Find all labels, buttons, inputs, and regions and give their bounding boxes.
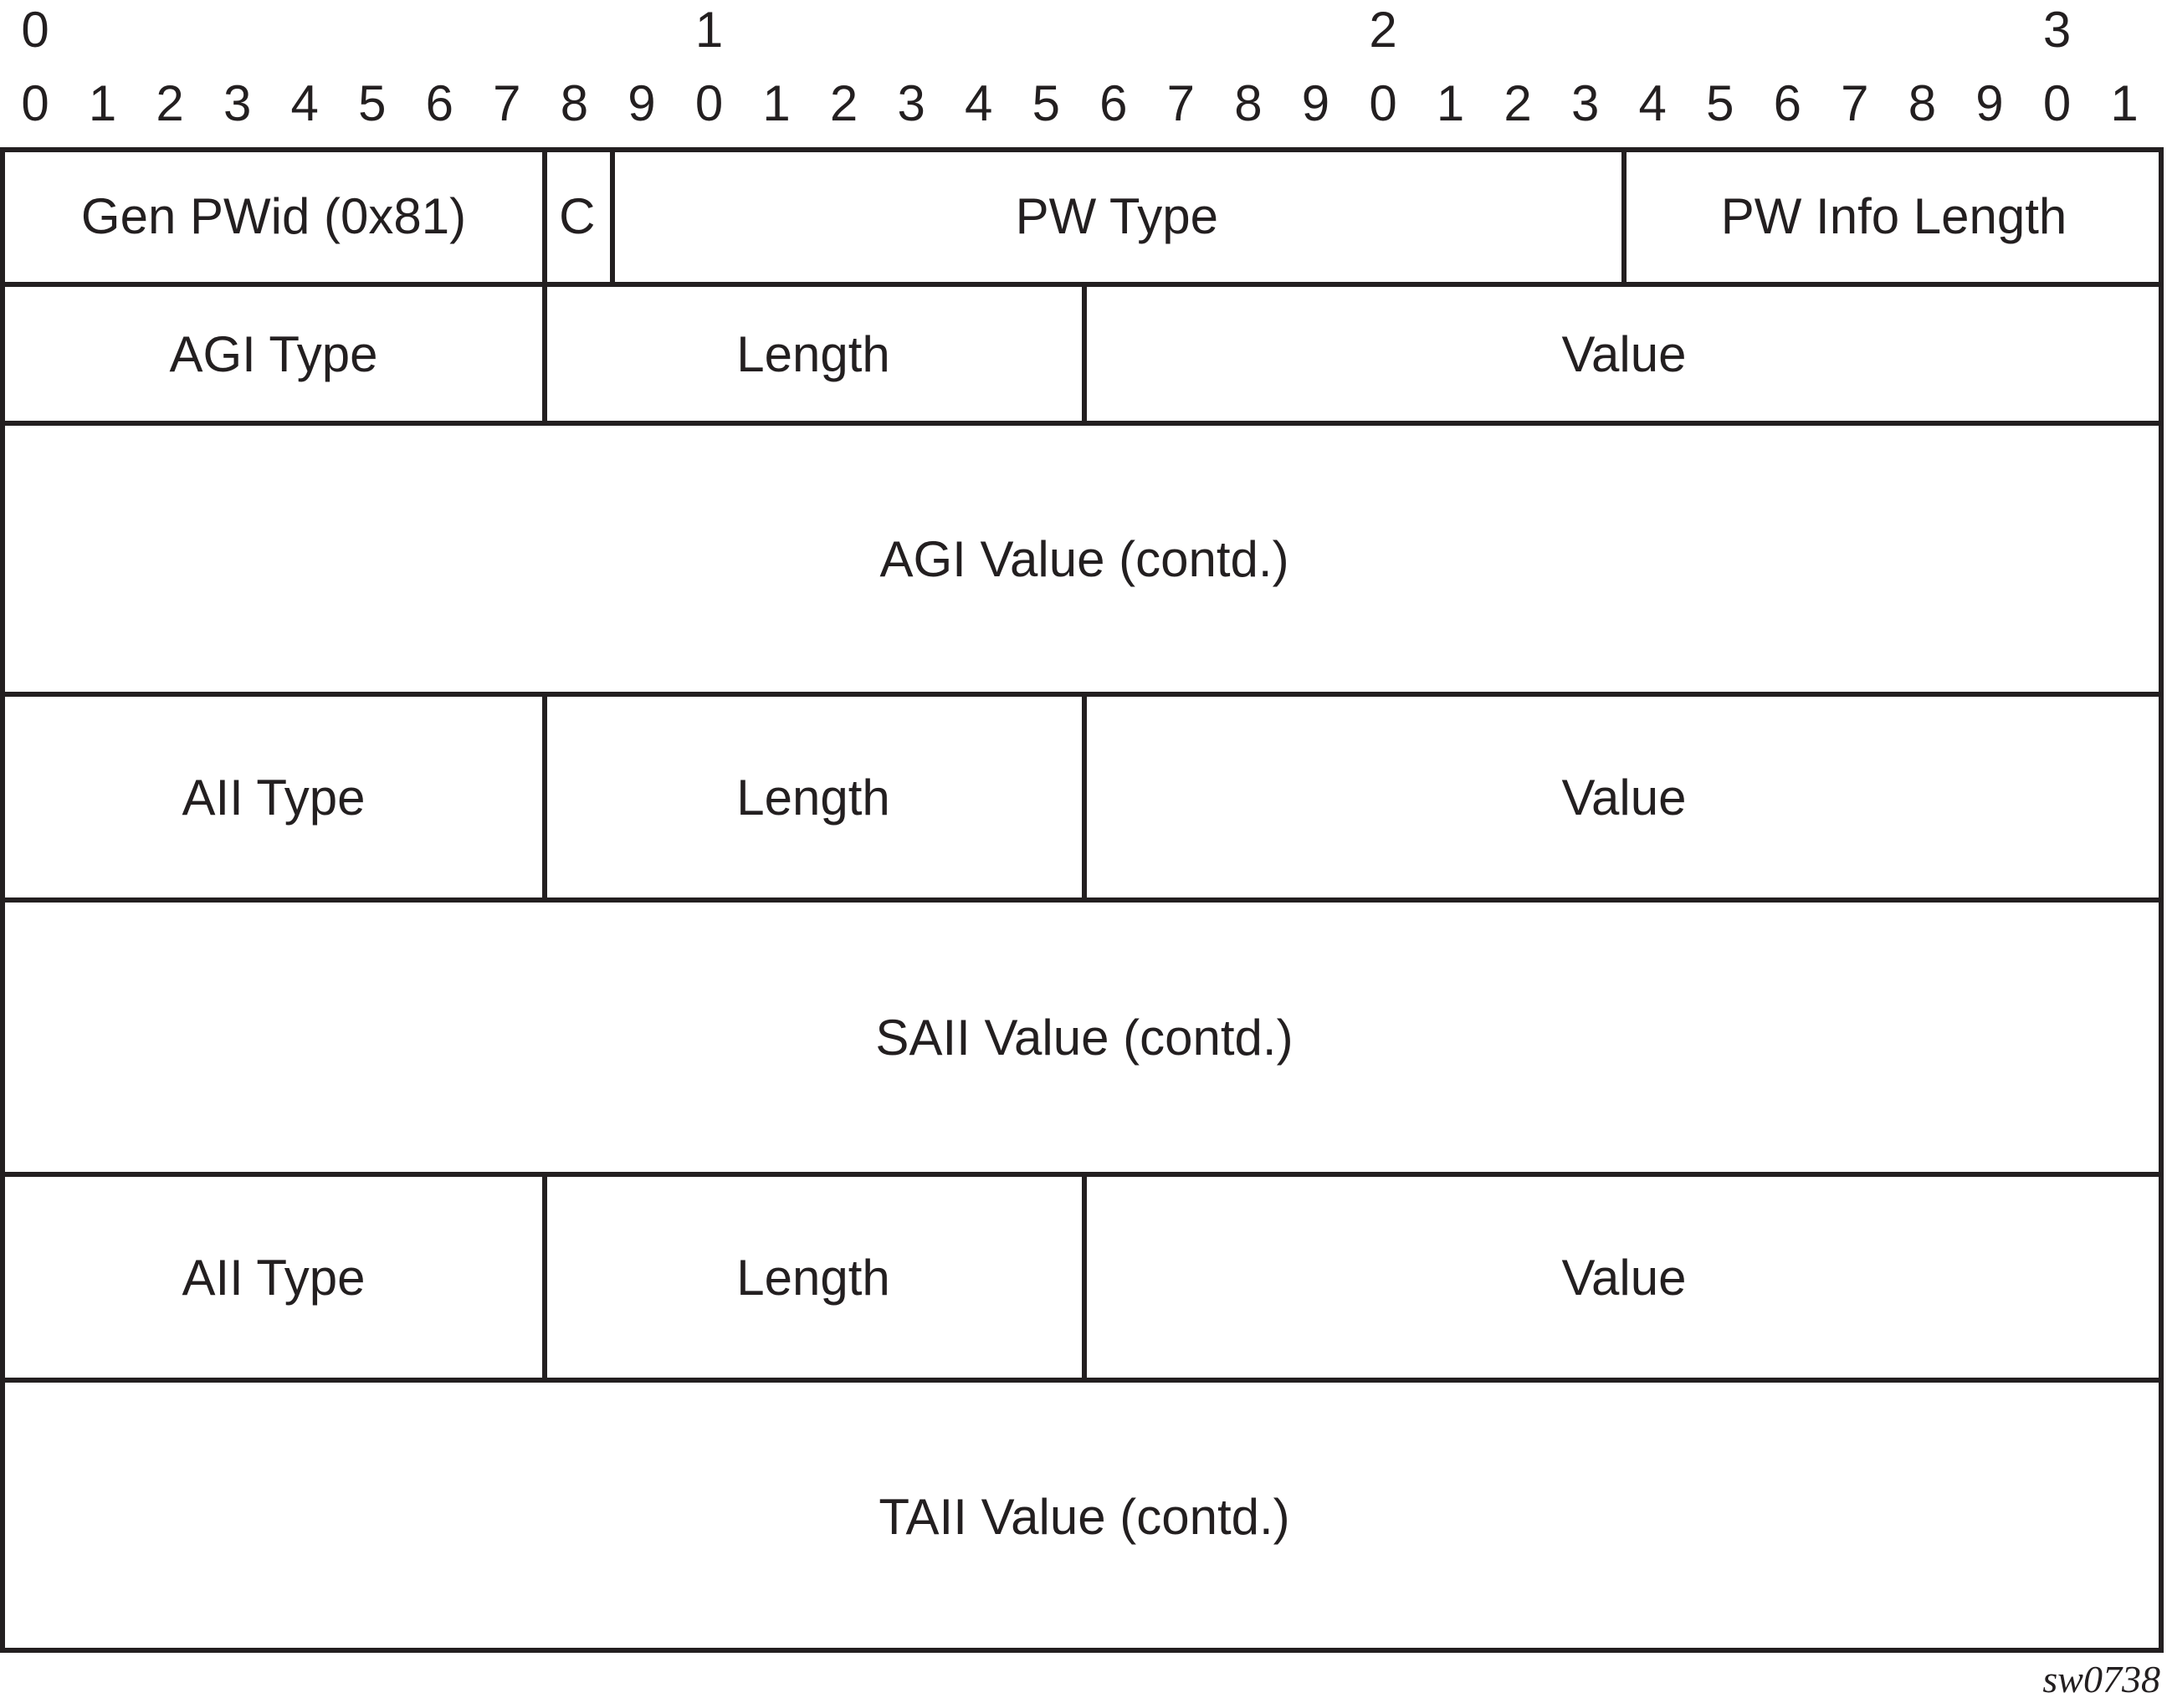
field-value: Value [1084,697,2164,897]
bit-ruler-bit-3: 3 [223,75,252,131]
row-divider [0,421,2164,426]
field-length: Length [545,287,1087,421]
field-label: Value [1561,769,1687,826]
bit-ruler-bit-13: 3 [897,75,925,131]
field-label: TAII Value (contd.) [879,1488,1290,1545]
bit-ruler-bit-19: 9 [1301,75,1330,131]
field-length: Length [545,1177,1087,1378]
field-aii-type: AII Type [5,697,547,897]
field-value: Value [1084,1177,2164,1378]
bit-ruler-bit-6: 6 [425,75,453,131]
row-divider [0,1172,2164,1177]
bit-ruler-bit-12: 2 [829,75,858,131]
bit-ruler-bit-11: 1 [762,75,791,131]
bit-ruler-bit-18: 8 [1234,75,1263,131]
bit-ruler-bit-21: 1 [1436,75,1465,131]
field-label: AII Type [182,1249,366,1306]
field-length: Length [545,697,1087,897]
bit-ruler-tens-2: 2 [1369,2,1397,58]
field-label: Length [736,325,890,382]
field-saii-value-contd: SAII Value (contd.) [5,903,2164,1172]
field-label: PW Type [1015,187,1218,244]
row-divider [0,1378,2164,1383]
field-label: AGI Value (contd.) [879,530,1289,587]
field-label: Length [736,769,890,826]
bit-ruler-bit-4: 4 [290,75,319,131]
field-label: AGI Type [169,325,378,382]
bit-ruler-bit-0: 0 [21,75,49,131]
field-aii-type: AII Type [5,1177,547,1378]
field-pw-type: PW Type [612,150,1627,282]
bit-ruler-bit-22: 2 [1504,75,1532,131]
bit-ruler-bit-14: 4 [965,75,993,131]
row-divider [0,692,2164,697]
field-agi-type: AGI Type [5,287,547,421]
bit-ruler-tens-3: 3 [2042,2,2072,58]
bit-ruler-bit-26: 6 [1773,75,1801,131]
field-label: Value [1561,325,1687,382]
row-divider [0,897,2164,903]
field-label: SAII Value (contd.) [875,1009,1294,1066]
field-label: C [559,187,596,244]
bit-ruler-bit-17: 7 [1166,75,1196,131]
bit-ruler-bit-24: 4 [1638,75,1667,131]
bit-ruler-bit-23: 3 [1570,75,1600,131]
bit-ruler-bit-8: 8 [560,75,589,131]
bit-ruler-bit-5: 5 [358,75,387,131]
field-label: PW Info Length [1720,187,2067,244]
bit-ruler-bit-30: 0 [2042,75,2072,131]
bit-ruler-bit-1: 1 [88,75,117,131]
bit-ruler-bit-31: 1 [2110,75,2139,131]
field-c: C [545,150,615,282]
bit-ruler-bit-27: 7 [1841,75,1869,131]
field-pw-info-length: PW Info Length [1624,150,2164,282]
figure-id: sw0738 [2042,1658,2160,1700]
bit-ruler-bit-7: 7 [493,75,521,131]
row-divider [0,282,2164,287]
field-label: Value [1561,1249,1687,1306]
bit-ruler-bit-15: 5 [1032,75,1060,131]
bit-ruler-bit-16: 6 [1099,75,1128,131]
bit-ruler-bit-20: 0 [1369,75,1397,131]
bit-ruler-bit-10: 0 [694,75,724,131]
bit-ruler-tens-1: 1 [694,2,724,58]
field-agi-value-contd: AGI Value (contd.) [5,426,2164,692]
bit-ruler-bit-28: 8 [1908,75,1937,131]
bit-ruler-bit-9: 9 [628,75,656,131]
field-gen-pwid-0x81: Gen PWid (0x81) [5,150,547,282]
bit-ruler-tens-0: 0 [21,2,49,58]
field-label: Length [736,1249,890,1306]
field-value: Value [1084,287,2164,421]
field-label: Gen PWid (0x81) [80,187,467,244]
bit-ruler-bit-25: 5 [1706,75,1734,131]
bit-ruler-bit-29: 9 [1975,75,2004,131]
field-label: AII Type [182,769,366,826]
field-taii-value-contd: TAII Value (contd.) [5,1383,2164,1650]
bit-ruler-bit-2: 2 [156,75,184,131]
